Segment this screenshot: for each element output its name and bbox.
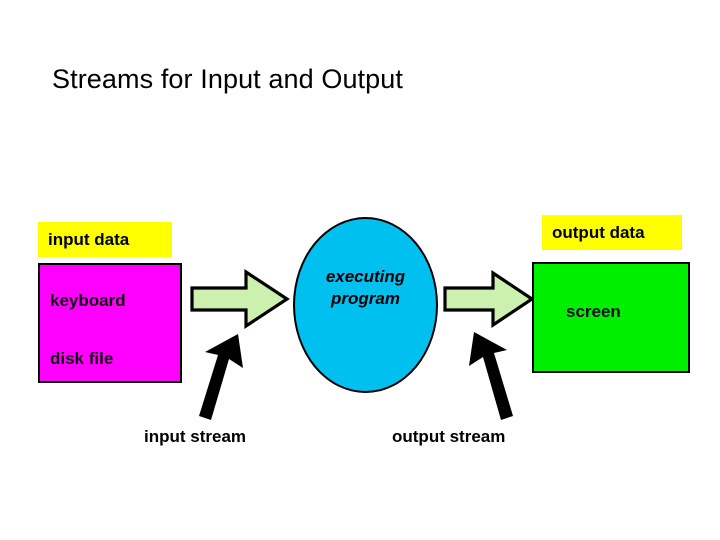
input-stream-caption: input stream: [144, 427, 247, 446]
input-data-callout: input data: [38, 222, 172, 257]
output-destination-box: screen: [532, 262, 690, 373]
input-stream-arrow-icon: [199, 334, 243, 420]
page-title: Streams for Input and Output: [52, 64, 403, 94]
executing-program-label-line2: program: [331, 289, 400, 309]
executing-program-ellipse: executing program: [293, 217, 438, 393]
output-stream-caption: output stream: [392, 427, 506, 446]
input-sources-box: keyboard disk file: [38, 263, 182, 383]
output-data-callout: output data: [542, 215, 682, 250]
input-source-keyboard: keyboard: [50, 291, 126, 310]
input-flow-arrow-icon: [190, 269, 290, 329]
output-data-callout-label: output data: [552, 222, 645, 242]
output-stream-arrow-icon: [469, 332, 513, 420]
output-flow-arrow-icon: [443, 270, 535, 328]
input-data-callout-label: input data: [48, 229, 130, 249]
executing-program-label-line1: executing: [325, 267, 406, 286]
executing-program-label: executing program: [295, 266, 436, 311]
input-source-disk-file: disk file: [50, 349, 114, 368]
output-destination-screen: screen: [566, 302, 621, 321]
